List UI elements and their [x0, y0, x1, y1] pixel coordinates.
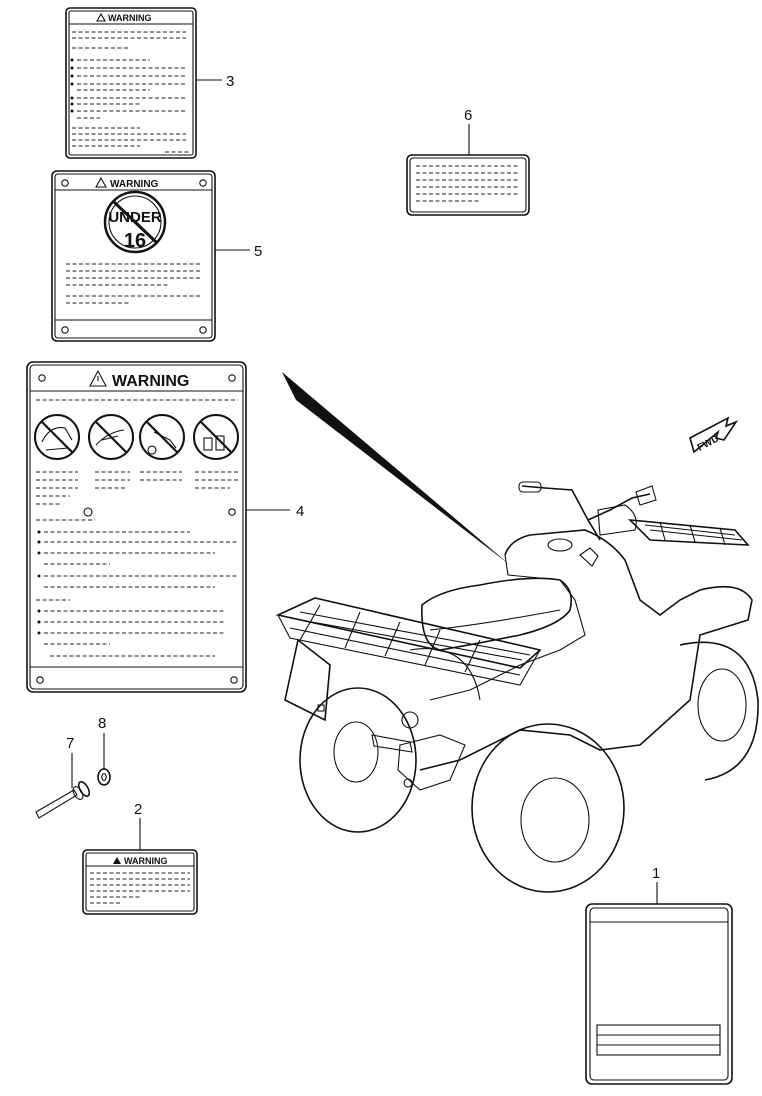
callout-3: 3 [226, 73, 234, 90]
label-5[interactable]: WARNING UNDER 16 [51, 170, 216, 342]
label-3-header: WARNING [108, 13, 152, 23]
label-3-text-lines [70, 31, 190, 153]
label-6-text-lines [416, 165, 520, 202]
callout-7: 7 [66, 735, 74, 752]
atv-illustration [275, 481, 759, 893]
label-3[interactable]: WARNING [65, 7, 197, 159]
fwd-label: FWD [696, 433, 721, 453]
label-6[interactable] [406, 154, 530, 216]
under-16-prohibition-icon: UNDER 16 [103, 190, 167, 254]
label-5-text-lines [66, 263, 200, 304]
application-arrow [282, 372, 510, 565]
warning-triangle-icon [95, 176, 107, 188]
callout-2: 2 [134, 801, 142, 818]
label-2-header: WARNING [124, 856, 168, 866]
fwd-arrow-icon: FWD [689, 416, 739, 454]
label-1[interactable] [585, 903, 733, 1085]
callout-5: 5 [254, 243, 262, 260]
warning-triangle-icon [96, 12, 106, 22]
label-2[interactable]: WARNING [82, 849, 198, 915]
label-2-text-lines [90, 872, 190, 904]
label-5-header: WARNING [110, 179, 159, 190]
label-4[interactable]: WARNING [26, 361, 247, 693]
label-4-text-lines [36, 471, 238, 657]
callout-4: 4 [296, 503, 304, 520]
callout-8: 8 [98, 715, 106, 732]
under-16-badge-bottom: 16 [124, 230, 146, 252]
washer[interactable] [97, 768, 111, 786]
under-16-badge-top: UNDER [108, 209, 162, 226]
callout-6: 6 [464, 107, 472, 124]
warning-triangle-icon [89, 369, 107, 387]
warning-triangle-icon [113, 857, 121, 864]
rivet[interactable] [35, 780, 91, 819]
label-4-header: WARNING [112, 373, 189, 390]
no-riding-symbols [34, 414, 239, 460]
callout-1: 1 [652, 865, 660, 882]
